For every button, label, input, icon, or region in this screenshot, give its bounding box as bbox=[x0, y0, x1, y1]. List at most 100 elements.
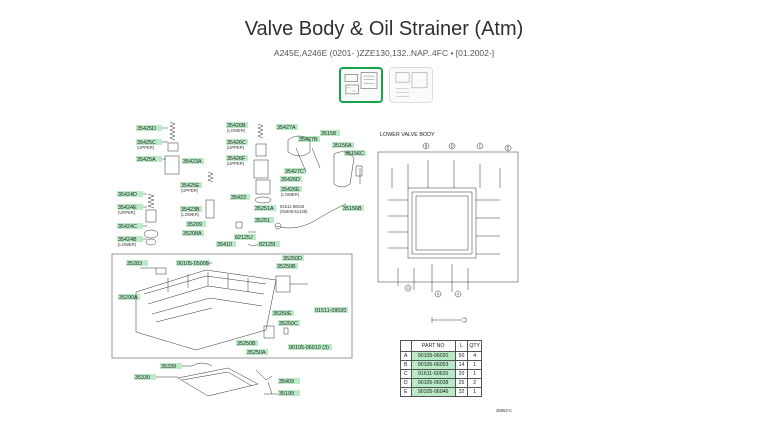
part-label[interactable]: 35426B bbox=[227, 123, 246, 129]
table-cell: 50 bbox=[454, 351, 469, 361]
thumbnail-diagram-view[interactable] bbox=[339, 67, 383, 103]
part-label[interactable]: 35339 bbox=[161, 364, 176, 370]
part-label[interactable]: 35156B bbox=[343, 206, 362, 212]
part-label[interactable]: 35251 bbox=[255, 218, 270, 224]
part-label[interactable]: 35424E bbox=[118, 205, 137, 211]
part-label[interactable]: 35427A bbox=[277, 125, 296, 131]
part-label[interactable]: 35250C bbox=[279, 321, 298, 327]
part-note: (UPPER) bbox=[227, 145, 245, 150]
part-label[interactable]: 35251A bbox=[255, 206, 274, 212]
table-cell: 4 bbox=[467, 351, 482, 361]
part-label[interactable]: 35250D bbox=[283, 256, 302, 262]
part-label[interactable]: 35424B bbox=[118, 237, 137, 243]
part-note: (UPPER) bbox=[227, 161, 245, 166]
part-label[interactable]: 35424C bbox=[118, 224, 137, 230]
callout-letter[interactable]: A bbox=[437, 292, 440, 297]
part-label[interactable]: 35330 bbox=[135, 375, 150, 381]
part-number-cell: 90105-06046 bbox=[410, 387, 456, 397]
part-label[interactable]: 35426E bbox=[281, 187, 300, 193]
table-cell: A bbox=[400, 351, 412, 361]
column-header: PART NO bbox=[410, 340, 456, 352]
part-number-cell: 90105-06038 bbox=[410, 378, 456, 388]
part-label[interactable]: 35283 bbox=[127, 261, 142, 267]
callout-letter[interactable]: A bbox=[457, 292, 460, 297]
table-cell: E bbox=[400, 387, 412, 397]
part-note: (91606-61438) bbox=[280, 209, 308, 214]
part-label[interactable]: 35156A bbox=[333, 143, 352, 149]
table-cell: 1 bbox=[467, 369, 482, 379]
section-label: LOWER VALVE BODY bbox=[380, 132, 435, 138]
column-header: QTY bbox=[467, 340, 482, 352]
table-header-row: PART NO L QTY bbox=[400, 340, 482, 352]
figure-code: 35852-C bbox=[496, 408, 512, 413]
table-cell: 2 bbox=[467, 378, 482, 388]
diagram-thumbnail-icon bbox=[344, 72, 378, 95]
part-label[interactable]: 35425D bbox=[137, 126, 156, 132]
part-label[interactable]: 90105-06010 (3) bbox=[289, 345, 329, 351]
part-label[interactable]: 35250B bbox=[277, 264, 296, 270]
part-label[interactable]: 35426C bbox=[227, 140, 246, 146]
table-cell: B bbox=[400, 360, 412, 370]
part-label[interactable]: 35250E bbox=[273, 311, 292, 317]
table-cell: D bbox=[400, 378, 412, 388]
part-number-cell: 91611-60620 bbox=[410, 369, 456, 379]
part-note: (LOWER) bbox=[281, 192, 300, 197]
left-valve-column: 35425D 35425C (UPPER) 35425A 35424D 3542… bbox=[117, 121, 180, 247]
mid-valve-column: 35426B (LOWER) 35426C (UPPER) 35426F (UP… bbox=[180, 122, 366, 248]
callout-letter[interactable]: B bbox=[425, 144, 428, 149]
part-label[interactable]: 35425E bbox=[181, 183, 200, 189]
column-header: L bbox=[454, 340, 469, 352]
part-label[interactable]: 35250B bbox=[237, 341, 256, 347]
valve-body-diagram: 35425D 35425C (UPPER) 35425A 35424D 3542… bbox=[108, 108, 528, 423]
part-label[interactable]: 35424D bbox=[118, 192, 137, 198]
part-note: (UPPER) bbox=[181, 188, 199, 193]
table-cell: 20 bbox=[454, 369, 469, 379]
callout-letter[interactable]: A bbox=[407, 286, 410, 291]
part-label[interactable]: 35423B bbox=[181, 207, 200, 213]
part-label[interactable]: 91511-09020 bbox=[315, 308, 346, 314]
part-label[interactable]: 35425A bbox=[137, 157, 156, 163]
callout-letter[interactable]: D bbox=[451, 144, 454, 149]
part-label[interactable]: 35290A bbox=[119, 295, 138, 301]
part-label[interactable]: 35427B bbox=[299, 137, 318, 143]
oil-strainer-group: 35330 35339 35409 35199 bbox=[134, 362, 300, 397]
column-header bbox=[400, 340, 412, 352]
part-label[interactable]: 35425C bbox=[137, 140, 156, 146]
callout-letter[interactable]: E bbox=[507, 146, 510, 151]
page-subtitle: A245E,A246E (0201- )ZZE130,132..NAP..4FC… bbox=[273, 48, 495, 58]
part-number-cell: 90105-06053 bbox=[410, 360, 456, 370]
part-label[interactable]: 35410 bbox=[217, 242, 232, 248]
thumbnail-strip bbox=[339, 67, 433, 103]
part-label[interactable]: 82125I bbox=[259, 242, 276, 248]
parts-list-thumbnail-icon bbox=[395, 72, 428, 97]
part-note: (LOWER) bbox=[227, 128, 246, 133]
part-label[interactable]: 90105-05005 bbox=[177, 261, 209, 267]
page-title: Valve Body & Oil Strainer (Atm) bbox=[244, 18, 524, 40]
part-label[interactable]: 35426D bbox=[281, 177, 300, 183]
callout-markers: B D C E A A A bbox=[404, 142, 512, 298]
part-label[interactable]: 35250A bbox=[247, 350, 266, 356]
part-label[interactable]: 35427C bbox=[285, 169, 304, 175]
part-label[interactable]: 35426F bbox=[227, 156, 246, 162]
part-label[interactable]: 35199 bbox=[279, 391, 294, 397]
table-cell: C bbox=[400, 369, 412, 379]
part-note: (UPPER) bbox=[118, 210, 136, 215]
table-cell: 1 bbox=[467, 387, 482, 397]
lower-valve-body-box: 35283 90105-05005 35250D 35250B 35290A 3… bbox=[111, 253, 353, 359]
part-label[interactable]: 82125J bbox=[235, 235, 253, 241]
part-label[interactable]: 35208A bbox=[183, 231, 202, 237]
part-label[interactable]: 35423A bbox=[183, 159, 202, 165]
part-label[interactable]: 35409 bbox=[279, 379, 294, 385]
part-label[interactable]: 35156C bbox=[345, 151, 364, 157]
callout-letter[interactable]: C bbox=[479, 144, 482, 149]
part-label[interactable]: 35209 bbox=[187, 222, 202, 228]
thumbnail-parts-list-view[interactable] bbox=[389, 67, 433, 103]
part-label[interactable]: 35423 bbox=[231, 195, 246, 201]
part-label[interactable]: 35158 bbox=[321, 131, 336, 137]
